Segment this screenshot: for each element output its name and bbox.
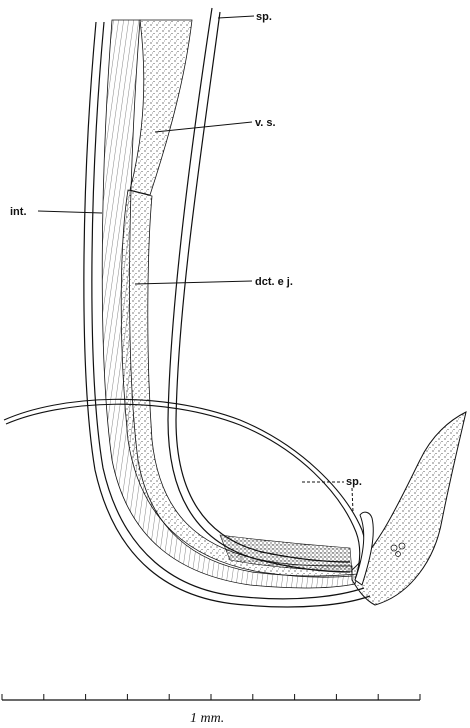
label-sp-right: sp. <box>346 476 362 488</box>
scale-bar-ticks <box>2 694 420 700</box>
vesicula-seminalis <box>130 20 192 195</box>
scale-bar-label: 1 mm. <box>190 711 224 726</box>
label-dct-ej: dct. e j. <box>255 276 293 288</box>
label-int: int. <box>10 206 27 218</box>
tail-process <box>352 412 466 605</box>
leader-lines <box>38 16 353 512</box>
label-vs: v. s. <box>255 117 276 129</box>
scale-bar: 1 mm. <box>2 694 420 726</box>
label-sp-top: sp. <box>256 11 272 23</box>
